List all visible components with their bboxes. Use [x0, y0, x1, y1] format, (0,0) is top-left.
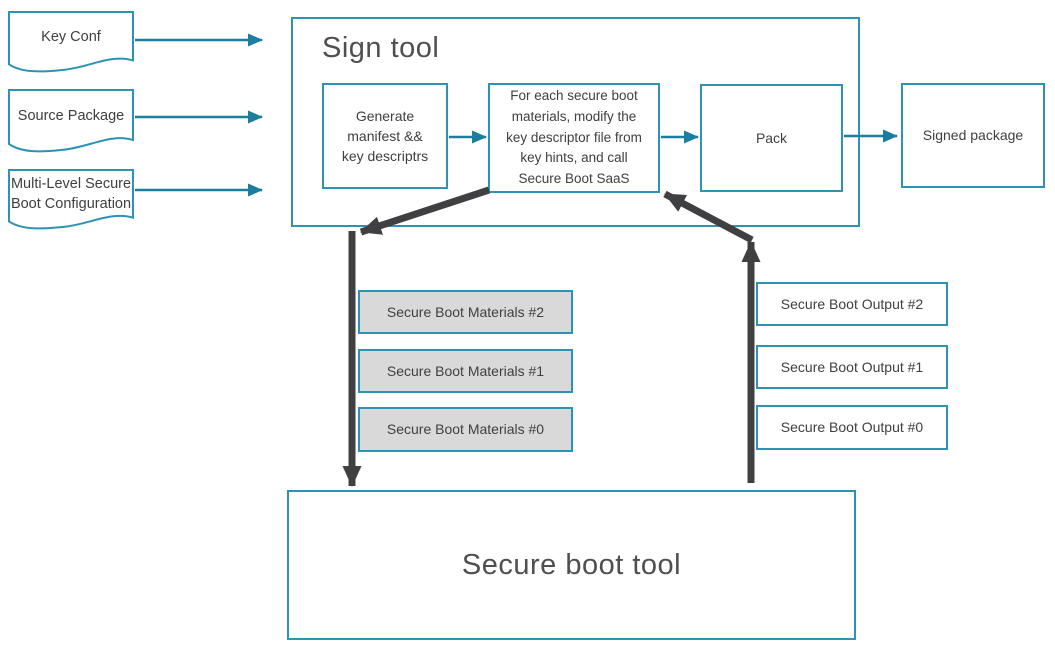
- doc-label: Multi-Level Secure Boot Configuration: [10, 176, 132, 212]
- box-label: Signed package: [922, 127, 1024, 144]
- secure-boot-tool-box: Secure boot tool: [287, 490, 856, 640]
- box-label: Secure Boot Output #0: [780, 419, 924, 436]
- sign-tool-title: Sign tool: [322, 32, 440, 64]
- doc-multilevel-secure-boot-config: Multi-Level Secure Boot Configuration: [8, 169, 134, 230]
- box-label: Secure Boot Materials #2: [386, 303, 545, 320]
- signed-package-box: Signed package: [901, 83, 1045, 188]
- output-box-2: Secure Boot Output #2: [756, 282, 948, 326]
- materials-box-2: Secure Boot Materials #2: [358, 290, 573, 334]
- step-label: Pack: [755, 129, 788, 146]
- doc-source-package: Source Package: [8, 89, 134, 153]
- document-shape-icon: [8, 89, 134, 153]
- step-generate-manifest: Generate manifest && key descriptrs: [322, 83, 448, 189]
- step-pack: Pack: [700, 84, 843, 192]
- step-modify-key-descriptor: For each secure boot materials, modify t…: [488, 83, 660, 193]
- sign-tool-container: [291, 17, 860, 227]
- output-box-1: Secure Boot Output #1: [756, 345, 948, 389]
- step-label: For each secure boot materials, modify t…: [506, 87, 642, 187]
- box-label: Secure Boot Materials #1: [386, 362, 545, 379]
- secure-boot-tool-title: Secure boot tool: [461, 548, 682, 581]
- doc-label: Source Package: [17, 107, 125, 124]
- box-label: Secure Boot Output #2: [780, 295, 924, 312]
- doc-key-conf: Key Conf: [8, 11, 134, 73]
- doc-label: Key Conf: [41, 28, 101, 45]
- box-label: Secure Boot Materials #0: [386, 421, 545, 438]
- box-label: Secure Boot Output #1: [780, 358, 924, 375]
- step-label: Generate manifest && key descriptrs: [341, 107, 429, 165]
- document-shape-icon: [8, 169, 134, 230]
- output-box-0: Secure Boot Output #0: [756, 405, 948, 450]
- materials-box-0: Secure Boot Materials #0: [358, 407, 573, 452]
- document-shape-icon: [8, 11, 134, 73]
- materials-box-1: Secure Boot Materials #1: [358, 349, 573, 393]
